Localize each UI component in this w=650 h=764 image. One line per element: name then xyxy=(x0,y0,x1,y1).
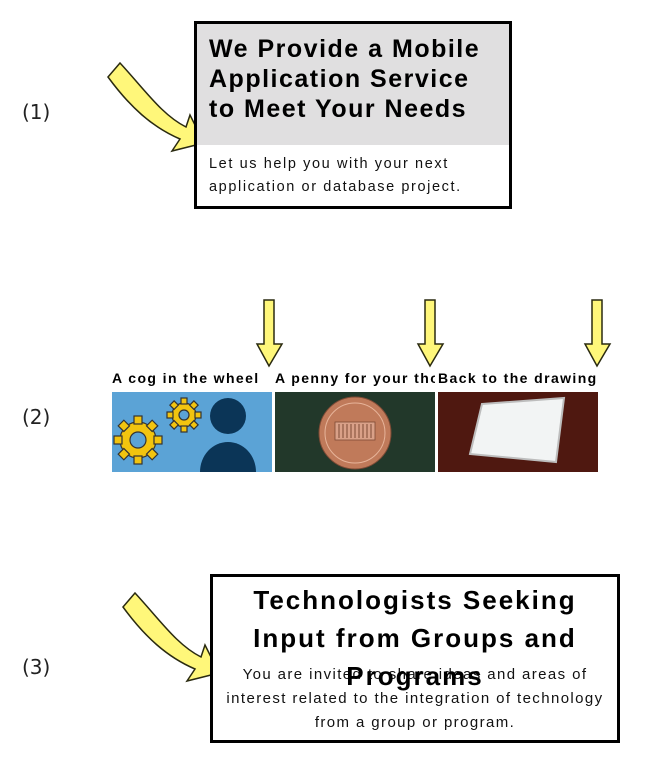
technologists-card-title: Technologists Seeking Input from Groups … xyxy=(253,585,577,691)
label-2: (2) xyxy=(22,405,51,429)
technologists-card-body: You are invited to share ideas and areas… xyxy=(226,666,604,731)
down-arrow-icon xyxy=(255,299,284,368)
service-card-header: We Provide a Mobile Application Service … xyxy=(197,24,509,145)
person-icon xyxy=(200,398,256,472)
tile-caption: A cog in the wheel xyxy=(112,370,260,386)
curved-arrow-icon xyxy=(122,591,221,683)
tile-caption: Back to the drawing board xyxy=(438,370,598,386)
technologists-card[interactable]: Technologists Seeking Input from Groups … xyxy=(210,574,620,743)
gear-small-icon xyxy=(166,397,202,433)
tile-cog[interactable]: A cog in the wheel xyxy=(112,368,272,472)
down-arrow-icon xyxy=(416,299,445,368)
tile-caption: A penny for your thoughts xyxy=(275,370,435,386)
gear-icon xyxy=(113,415,163,465)
service-card-title: We Provide a Mobile Application Service … xyxy=(209,35,481,123)
paper-icon xyxy=(468,396,566,464)
gears-person-image xyxy=(112,392,272,472)
tile-drawing-board[interactable]: Back to the drawing board xyxy=(438,368,598,472)
label-1: (1) xyxy=(22,100,51,124)
penny-image xyxy=(275,392,435,472)
tile-penny[interactable]: A penny for your thoughts xyxy=(275,368,435,472)
label-3: (3) xyxy=(22,655,51,679)
service-card[interactable]: We Provide a Mobile Application Service … xyxy=(194,21,512,209)
coin-icon xyxy=(318,396,392,470)
down-arrow-icon xyxy=(583,299,612,368)
blank-paper-image xyxy=(438,392,598,472)
service-card-body: Let us help you with your next applicati… xyxy=(209,156,462,195)
